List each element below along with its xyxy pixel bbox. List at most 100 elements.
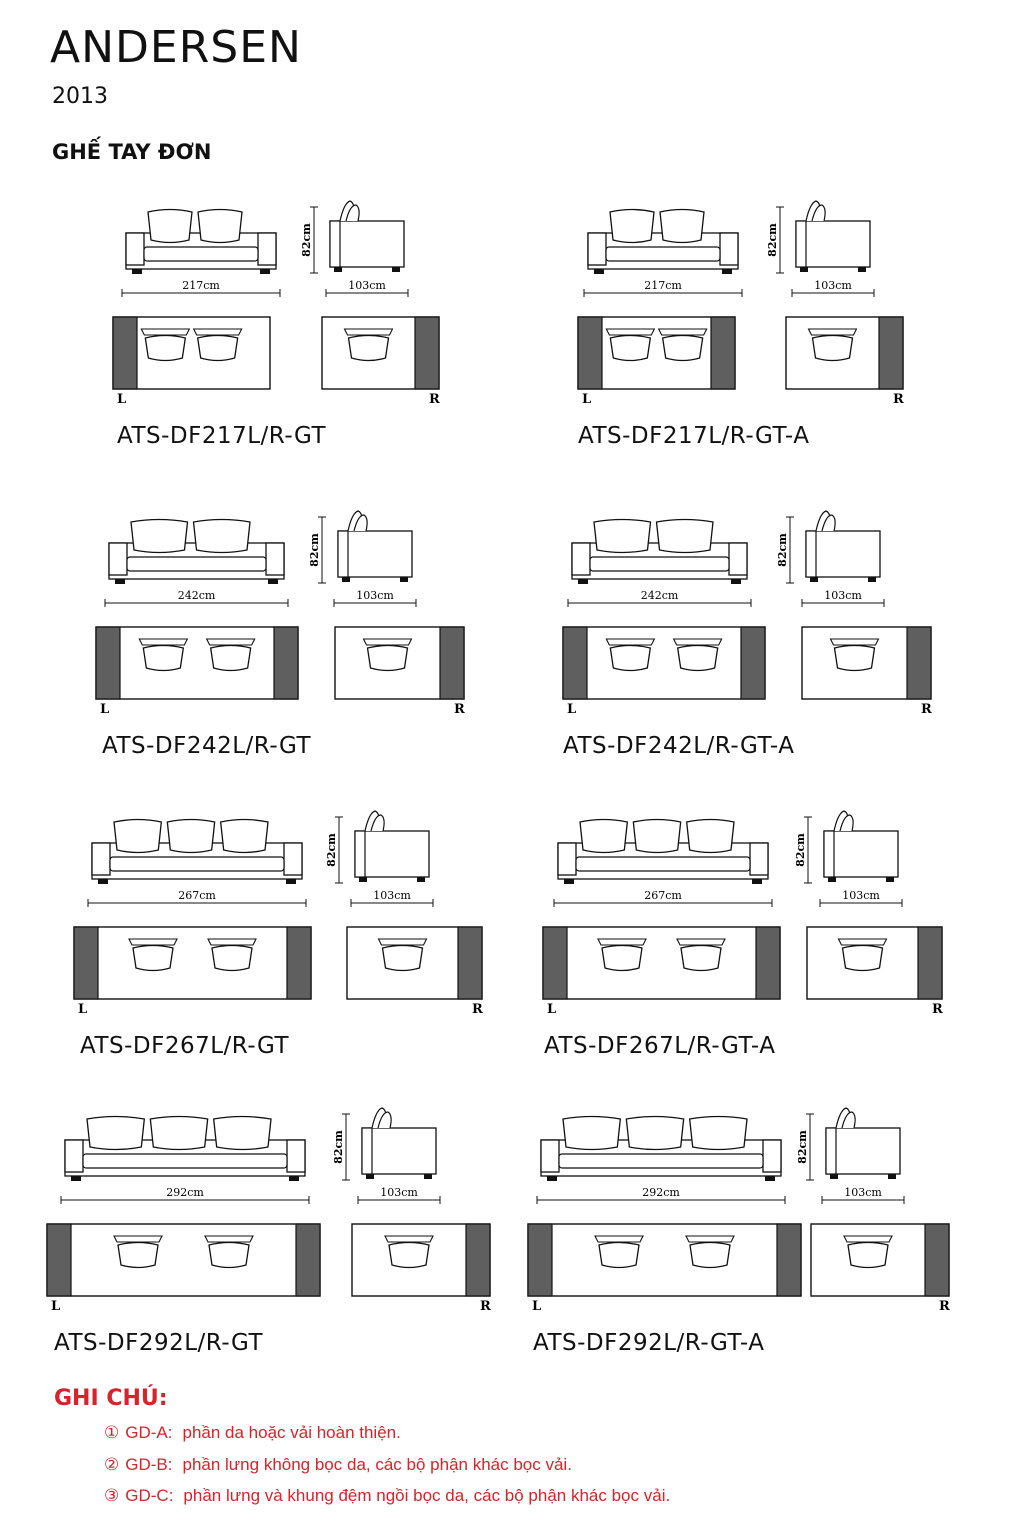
right-label: R [893,392,904,407]
note-item: ① GD-A: phần da hoặc vải hoàn thiện. [104,1423,401,1443]
model-code: ATS-DF242L/R-GT [102,733,312,759]
right-label: R [932,1002,943,1017]
left-label: L [582,392,591,407]
note-text: phần lưng và khung đệm ngồi bọc da, các … [183,1486,671,1505]
note-text: phần da hoặc vải hoàn thiện. [182,1423,401,1442]
depth-label: 103cm [373,889,411,902]
height-label: 82cm [766,223,779,257]
width-label: 267cm [644,889,682,902]
note-code: GD-B: [125,1455,173,1474]
plan-view-left: L [527,1223,802,1314]
model-code: ATS-DF217L/R-GT-A [578,423,810,449]
side-view [805,510,881,582]
section-title: GHẾ TAY ĐƠN [52,140,212,164]
side-view [361,1107,437,1179]
height-label: 82cm [332,1130,345,1164]
plan-view-left: L [577,316,736,407]
right-label: R [454,702,465,717]
width-label: 242cm [178,589,216,602]
brand-title: ANDERSEN [50,22,302,73]
notes-title: GHI CHÚ: [54,1386,168,1411]
height-label: 82cm [776,533,789,567]
left-label: L [547,1002,556,1017]
left-label: L [78,1002,87,1017]
plan-view-left: L [95,626,299,717]
plan-view-right: R [810,1223,950,1314]
plan-view-left: L [73,926,312,1017]
front-view [108,518,285,584]
note-code: GD-A: [125,1423,173,1442]
width-label: 267cm [178,889,216,902]
right-label: R [921,702,932,717]
plan-view-right: R [806,926,943,1017]
side-view [337,510,413,582]
front-view [64,1115,306,1181]
plan-view-right: R [801,626,932,717]
plan-view-left: L [46,1223,321,1314]
left-label: L [117,392,126,407]
model-code: ATS-DF217L/R-GT [117,423,327,449]
height-label: 82cm [325,833,338,867]
left-label: L [100,702,109,717]
model-code: ATS-DF267L/R-GT [80,1033,290,1059]
front-view [91,818,303,884]
front-view [571,518,748,584]
note-text: phần lưng không bọc da, các bộ phận khác… [182,1455,572,1474]
depth-label: 103cm [348,279,386,292]
left-label: L [567,702,576,717]
right-label: R [939,1299,950,1314]
note-item: ② GD-B: phần lưng không bọc da, các bộ phậ… [104,1455,572,1475]
model-code: ATS-DF292L/R-GT [54,1330,264,1356]
note-number: ① [104,1423,120,1442]
plan-view-right: R [351,1223,491,1314]
width-label: 242cm [641,589,679,602]
depth-label: 103cm [356,589,394,602]
side-view [823,810,899,882]
note-number: ② [104,1455,120,1474]
front-view [587,208,739,274]
side-view [329,200,405,272]
plan-view-right: R [346,926,483,1017]
side-view [354,810,430,882]
left-label: L [532,1299,541,1314]
height-label: 82cm [300,223,313,257]
right-label: R [429,392,440,407]
depth-label: 103cm [814,279,852,292]
side-view [825,1107,901,1179]
plan-view-left: L [112,316,271,407]
plan-view-right: R [321,316,440,407]
year-label: 2013 [52,84,108,109]
plan-view-right: R [334,626,465,717]
height-label: 82cm [794,833,807,867]
depth-label: 103cm [380,1186,418,1199]
model-code: ATS-DF242L/R-GT-A [563,733,795,759]
width-label: 292cm [642,1186,680,1199]
plan-view-left: L [562,626,766,717]
left-label: L [51,1299,60,1314]
note-number: ③ [104,1486,120,1505]
model-code: ATS-DF267L/R-GT-A [544,1033,776,1059]
right-label: R [480,1299,491,1314]
front-view [557,818,769,884]
height-label: 82cm [308,533,321,567]
plan-view-left: L [542,926,781,1017]
side-view [795,200,871,272]
front-view [540,1115,782,1181]
depth-label: 103cm [824,589,862,602]
model-code: ATS-DF292L/R-GT-A [533,1330,765,1356]
right-label: R [472,1002,483,1017]
front-view [125,208,277,274]
depth-label: 103cm [844,1186,882,1199]
depth-label: 103cm [842,889,880,902]
height-label: 82cm [796,1130,809,1164]
